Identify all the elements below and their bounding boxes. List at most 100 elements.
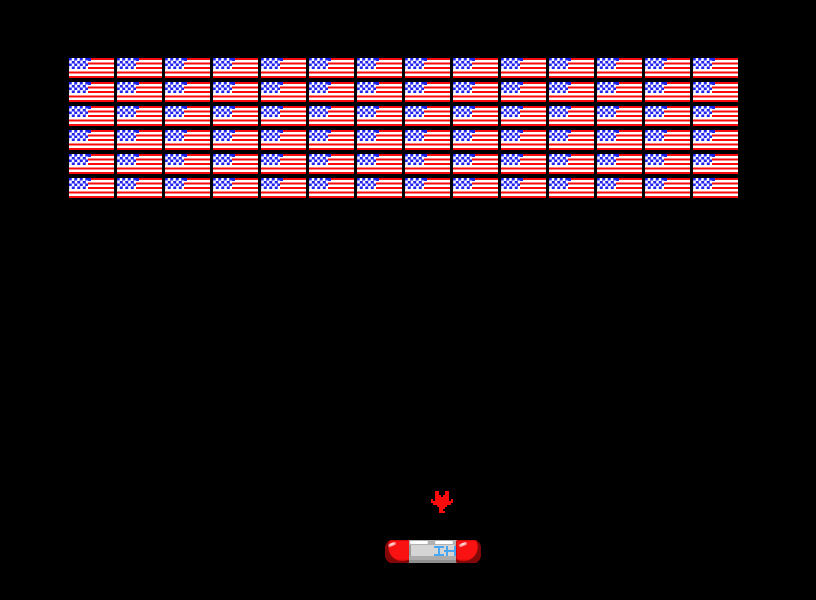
sprite-pixel bbox=[437, 501, 439, 503]
flag-canton-notch-icon bbox=[712, 106, 715, 109]
brick-us-flag bbox=[69, 82, 114, 102]
flag-canton bbox=[501, 178, 520, 189]
brick-us-flag bbox=[69, 178, 114, 198]
sprite-pixel bbox=[443, 503, 445, 505]
flag-canton-notch-icon bbox=[184, 82, 187, 85]
flag-canton-notch-icon bbox=[664, 82, 667, 85]
flag-canton bbox=[69, 130, 88, 141]
flag-canton-notch-icon bbox=[472, 178, 475, 181]
brick-us-flag bbox=[549, 82, 594, 102]
flag-canton-notch-icon bbox=[328, 82, 331, 85]
flag-canton bbox=[69, 178, 88, 189]
brick-us-flag bbox=[597, 58, 642, 78]
flag-canton bbox=[693, 106, 712, 117]
sprite-pixel bbox=[443, 495, 445, 497]
brick-us-flag bbox=[405, 154, 450, 174]
paddle-top-band bbox=[409, 540, 457, 545]
brick-us-flag bbox=[501, 130, 546, 150]
flag-canton-notch-icon bbox=[520, 106, 523, 109]
sprite-pixel bbox=[435, 493, 437, 495]
sprite-pixel bbox=[445, 491, 447, 493]
flag-canton-notch-icon bbox=[88, 58, 91, 61]
brick-us-flag bbox=[597, 106, 642, 126]
brick-us-flag bbox=[501, 82, 546, 102]
flag-canton bbox=[453, 154, 472, 165]
flag-canton-notch-icon bbox=[568, 58, 571, 61]
sprite-pixel bbox=[454, 552, 456, 554]
brick-us-flag bbox=[309, 106, 354, 126]
sprite-pixel bbox=[450, 550, 452, 552]
sprite-pixel bbox=[441, 505, 443, 507]
brick-us-flag bbox=[357, 130, 402, 150]
brick-us-flag bbox=[357, 82, 402, 102]
brick-us-flag bbox=[549, 58, 594, 78]
brick-us-flag bbox=[645, 154, 690, 174]
brick-us-flag bbox=[693, 58, 738, 78]
sprite-pixel bbox=[443, 511, 445, 513]
sprite-pixel bbox=[439, 509, 441, 511]
sprite-pixel bbox=[442, 554, 444, 556]
paddle[interactable] bbox=[385, 540, 481, 563]
sprite-pixel bbox=[447, 495, 449, 497]
brick-us-flag bbox=[549, 130, 594, 150]
lightbar-highlight bbox=[435, 540, 453, 544]
flag-canton bbox=[549, 106, 568, 117]
flag-canton bbox=[453, 106, 472, 117]
flag-canton bbox=[117, 154, 136, 165]
flag-canton-notch-icon bbox=[616, 106, 619, 109]
brick-us-flag bbox=[261, 154, 306, 174]
sprite-pixel bbox=[438, 548, 440, 550]
sprite-pixel bbox=[433, 503, 435, 505]
brick-us-flag bbox=[405, 178, 450, 198]
flag-canton-notch-icon bbox=[520, 82, 523, 85]
brick-us-flag bbox=[453, 178, 498, 198]
brick-us-flag bbox=[117, 58, 162, 78]
flag-canton bbox=[453, 178, 472, 189]
flag-canton-notch-icon bbox=[424, 58, 427, 61]
sprite-pixel bbox=[438, 550, 440, 552]
sprite-pixel bbox=[439, 511, 441, 513]
flag-canton-notch-icon bbox=[280, 130, 283, 133]
flag-canton bbox=[261, 82, 280, 93]
brick-us-flag bbox=[117, 130, 162, 150]
sprite-pixel bbox=[438, 546, 440, 548]
flag-canton-notch-icon bbox=[184, 178, 187, 181]
flag-canton-notch-icon bbox=[568, 130, 571, 133]
brick-us-flag bbox=[501, 178, 546, 198]
flag-canton-notch-icon bbox=[568, 154, 571, 157]
sprite-pixel bbox=[442, 546, 444, 548]
brick-us-flag bbox=[165, 130, 210, 150]
flag-canton bbox=[405, 106, 424, 117]
brick-us-flag bbox=[693, 178, 738, 198]
flag-canton bbox=[117, 106, 136, 117]
flag-canton bbox=[213, 154, 232, 165]
flag-canton bbox=[501, 58, 520, 69]
brick-us-flag bbox=[597, 154, 642, 174]
brick-us-flag bbox=[453, 82, 498, 102]
sprite-pixel bbox=[443, 501, 445, 503]
brick-us-flag bbox=[357, 58, 402, 78]
brick-us-flag bbox=[645, 130, 690, 150]
flag-canton-notch-icon bbox=[136, 58, 139, 61]
flag-canton-notch-icon bbox=[424, 154, 427, 157]
flag-canton-notch-icon bbox=[136, 178, 139, 181]
sprite-pixel bbox=[451, 501, 453, 503]
sprite-pixel bbox=[448, 550, 450, 552]
sprite-pixel bbox=[439, 507, 441, 509]
flag-canton-notch-icon bbox=[424, 82, 427, 85]
flag-canton bbox=[261, 178, 280, 189]
sprite-pixel bbox=[447, 503, 449, 505]
flag-canton-notch-icon bbox=[88, 154, 91, 157]
flag-canton-notch-icon bbox=[472, 58, 475, 61]
sprite-pixel bbox=[440, 546, 442, 548]
sprite-pixel bbox=[449, 503, 451, 505]
brick-us-flag bbox=[261, 178, 306, 198]
flag-canton bbox=[597, 82, 616, 93]
brick-us-flag bbox=[645, 58, 690, 78]
brick-us-flag bbox=[357, 106, 402, 126]
flag-canton-notch-icon bbox=[520, 58, 523, 61]
sprite-pixel bbox=[445, 503, 447, 505]
sprite-pixel bbox=[435, 501, 437, 503]
flag-canton bbox=[213, 58, 232, 69]
